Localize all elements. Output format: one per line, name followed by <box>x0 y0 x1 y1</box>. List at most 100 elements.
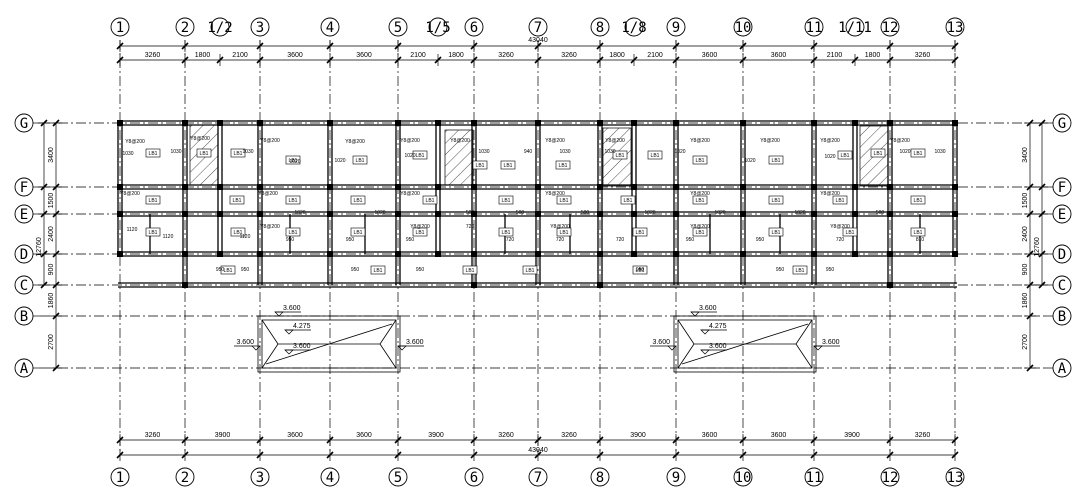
elevation-mark: 3.600 <box>652 339 670 346</box>
beam-label: Y8@200 <box>120 191 140 197</box>
column <box>631 211 637 217</box>
svg-text:B: B <box>20 309 28 325</box>
svg-text:LB1: LB1 <box>914 198 923 204</box>
svg-text:A: A <box>20 361 29 377</box>
axis-bubble-bottom: 1 <box>110 467 130 487</box>
slab-dimension: 720 <box>836 237 845 243</box>
slab-tag: LB1 <box>145 227 161 237</box>
axis-bubble-top: 4 <box>320 17 340 37</box>
svg-text:E: E <box>20 207 28 223</box>
column <box>811 211 817 217</box>
svg-text:LB1: LB1 <box>616 153 625 159</box>
slab-tag: LB1 <box>620 195 636 205</box>
axis-bubble-bottom: 5 <box>388 467 408 487</box>
slab-tag: LB1 <box>285 227 301 237</box>
slab-tag: LB1 <box>145 195 161 205</box>
dimension-label: 2700 <box>1022 334 1029 350</box>
grid-lines <box>40 40 1045 455</box>
axis-bubble-right: D <box>1052 244 1072 264</box>
dimension-label: 3400 <box>1022 147 1029 163</box>
svg-text:LB1: LB1 <box>560 230 569 236</box>
axis-bubble-top: 8 <box>590 17 610 37</box>
svg-text:F: F <box>20 180 28 196</box>
beam-label: Y8@200 <box>400 138 420 144</box>
svg-text:10: 10 <box>735 20 752 36</box>
dimension-label: 2700 <box>48 334 55 350</box>
elevation-mark: 3.600 <box>236 339 254 346</box>
svg-text:LB1: LB1 <box>560 198 569 204</box>
top-total-dimension: 43040 <box>528 37 548 44</box>
beam-label: Y8@200 <box>400 191 420 197</box>
column <box>257 184 263 190</box>
axis-bubble-top: 1/2 <box>207 17 233 37</box>
column <box>535 120 541 126</box>
beam-label: Y8@200 <box>690 191 710 197</box>
svg-text:LB1: LB1 <box>289 198 298 204</box>
svg-text:LB1: LB1 <box>526 268 535 274</box>
axis-bubble-left: C <box>14 275 34 295</box>
slab-dimension: 1030 <box>478 149 489 155</box>
svg-text:1/2: 1/2 <box>207 20 232 36</box>
dimension-label: 3600 <box>287 52 303 59</box>
slab-dimension: 1030 <box>934 149 945 155</box>
axis-bubble-top: 3 <box>250 17 270 37</box>
dimension-label: 3260 <box>915 52 931 59</box>
column <box>535 184 541 190</box>
slab-dimension: 950 <box>776 267 785 273</box>
beam-label: Y8@200 <box>830 224 850 230</box>
slab-dimension: 1020 <box>674 149 685 155</box>
column <box>471 120 477 126</box>
column <box>535 211 541 217</box>
dimension-label: 3600 <box>702 432 718 439</box>
slab-tag: LB1 <box>555 160 571 170</box>
column <box>327 211 333 217</box>
column <box>471 251 477 257</box>
column <box>471 184 477 190</box>
beam-label: Y8@200 <box>890 138 910 144</box>
svg-text:11: 11 <box>806 20 823 36</box>
slab-tag: LB1 <box>498 195 514 205</box>
column <box>217 120 223 126</box>
slab-tag: LB1 <box>350 227 366 237</box>
axis-bubble-top: 1 <box>110 17 130 37</box>
dimension-label: 1800 <box>448 52 464 59</box>
slab-dimension: 1030 <box>604 149 615 155</box>
dimension-label: 3260 <box>145 52 161 59</box>
svg-text:D: D <box>20 247 28 263</box>
axis-bubble-top: 1/11 <box>838 17 872 37</box>
slab-dimension: 1020 <box>794 210 805 216</box>
elevation-mark: 3.600 <box>709 343 727 350</box>
svg-text:LB1: LB1 <box>502 230 511 236</box>
column <box>471 211 477 217</box>
column <box>535 251 541 257</box>
slab-dimension: 1020 <box>374 210 385 216</box>
column <box>740 184 746 190</box>
svg-text:LB1: LB1 <box>234 151 243 157</box>
column <box>887 211 893 217</box>
column <box>117 251 123 257</box>
dimension-label: 3260 <box>561 52 577 59</box>
dimension-label: 3260 <box>561 432 577 439</box>
svg-text:LB1: LB1 <box>149 198 158 204</box>
beam-label: Y8@200 <box>550 224 570 230</box>
svg-text:LB1: LB1 <box>772 230 781 236</box>
axis-bubble-bottom: 9 <box>666 467 686 487</box>
slab-dimension: 950 <box>286 237 295 243</box>
svg-text:LB1: LB1 <box>416 230 425 236</box>
slab-tag: LB1 <box>230 148 246 158</box>
svg-text:9: 9 <box>672 470 680 486</box>
axis-bubble-bottom: 11 <box>804 467 824 487</box>
elevation-mark: 3.600 <box>293 343 311 350</box>
svg-text:10: 10 <box>735 470 752 486</box>
slab-tag: LB1 <box>370 265 386 275</box>
svg-text:9: 9 <box>672 20 680 36</box>
slab-tag: LB1 <box>837 150 853 160</box>
column <box>182 282 188 288</box>
svg-text:6: 6 <box>470 470 478 486</box>
column <box>673 211 679 217</box>
dimension-label: 3600 <box>771 52 787 59</box>
